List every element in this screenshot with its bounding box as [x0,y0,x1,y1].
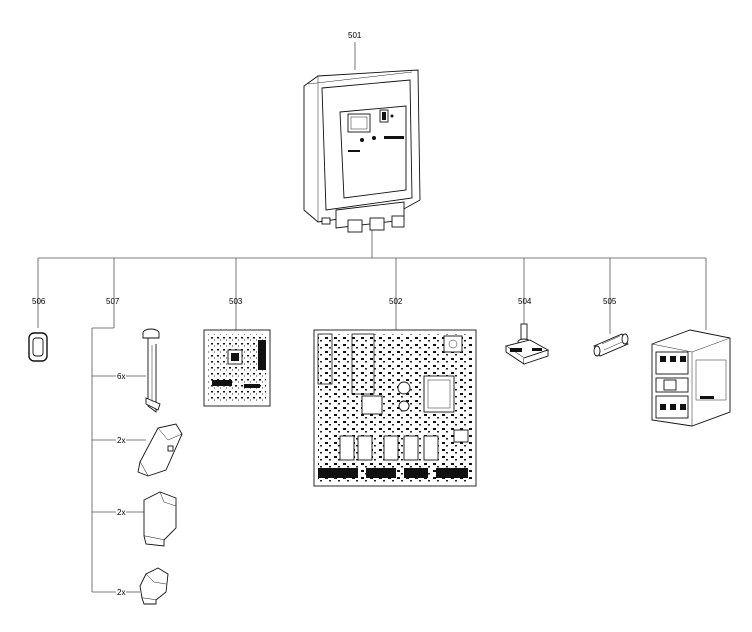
fuse-icon [593,333,629,357]
part-label-503: 503 [229,297,243,306]
part-label-504: 504 [518,297,532,306]
main-board-icon [313,329,477,487]
control-box-icon [303,69,421,233]
part-label-502: 502 [389,297,403,306]
encoder-icon [504,323,550,365]
part-label-506: 506 [32,297,46,306]
cover-c-icon [139,567,169,605]
part-label-505: 505 [603,297,617,306]
cover-b-icon [143,491,177,547]
display-board-icon [203,329,271,407]
qty-label-bolt: 6x [117,372,125,381]
qty-label-cover-b: 2x [117,508,125,517]
qty-label-cover-a: 2x [117,436,125,445]
bolt-icon [142,328,161,413]
connector-lines [37,42,707,593]
part-label-501: 501 [348,31,362,40]
part-label-507: 507 [106,297,120,306]
qty-label-cover-c: 2x [117,588,125,597]
gasket-icon [28,332,48,362]
cover-a-icon [137,423,183,477]
contactor-icon [651,329,731,427]
